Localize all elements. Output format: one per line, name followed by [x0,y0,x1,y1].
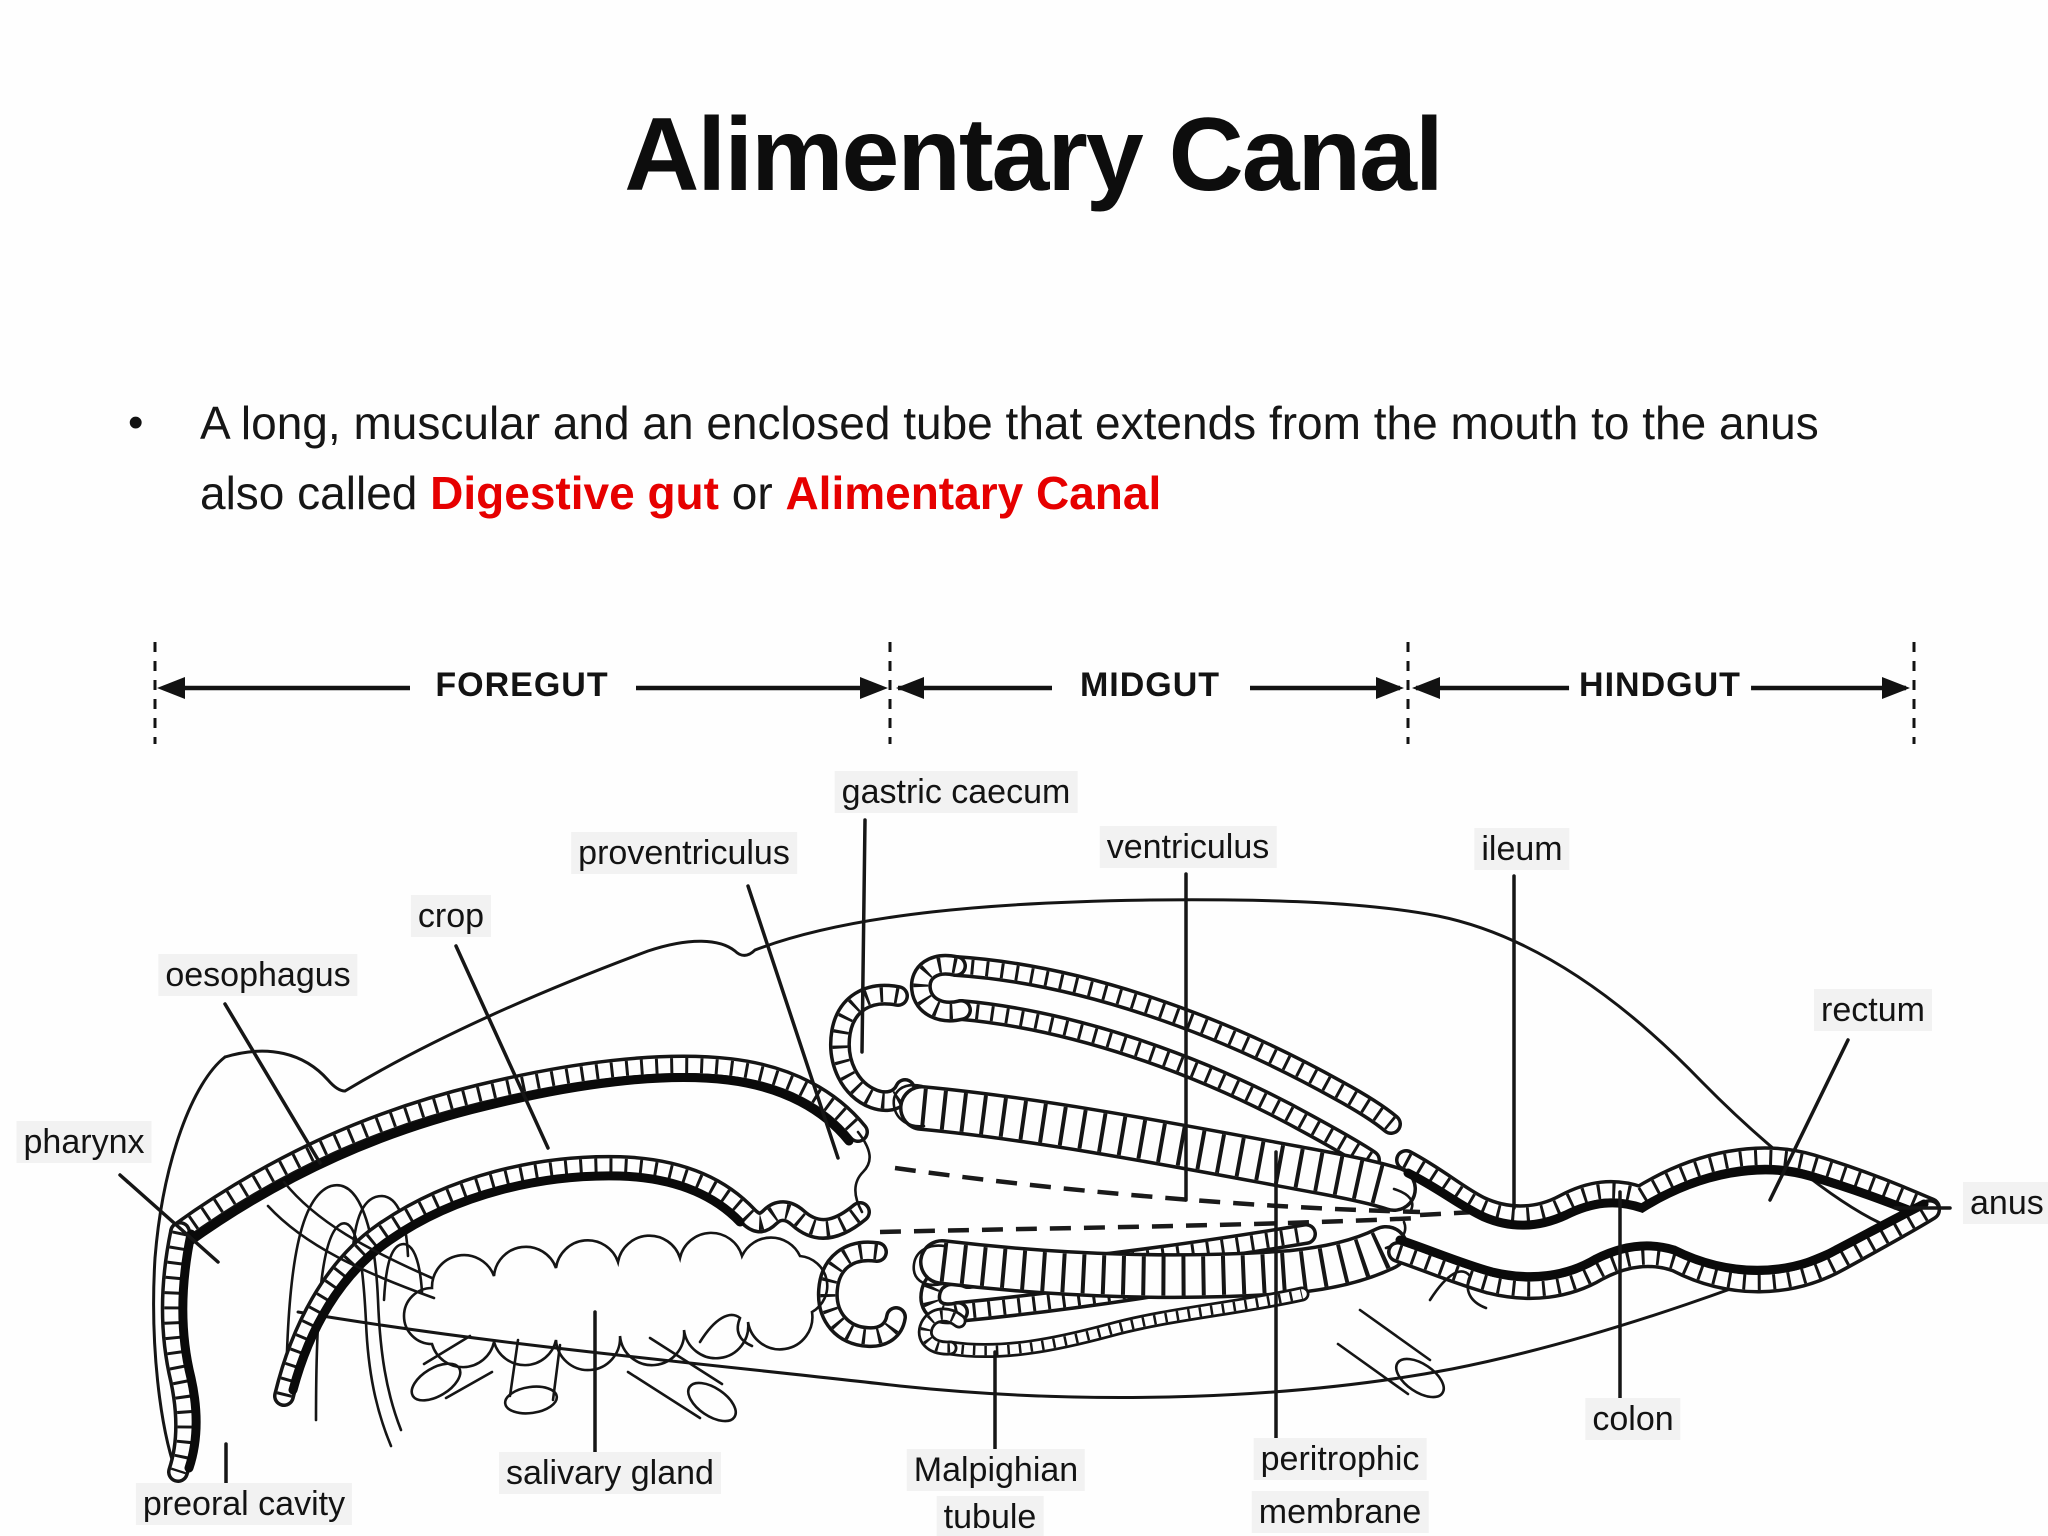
pharynx-leader [118,1173,220,1264]
hindgut-tube [1387,1146,1941,1301]
label-peritrophic-line1: peritrophic [1253,1438,1427,1480]
bullet-marker: • [128,398,144,447]
region-range-markers [153,642,1916,744]
label-ileum: ileum [1474,828,1570,870]
label-malpighian-line2: tubule [936,1496,1044,1536]
label-preoral-cavity: preoral cavity [135,1483,353,1525]
label-pharynx: pharynx [16,1121,152,1163]
foregut-tube [160,1054,871,1483]
malpighian-tubule-shape [917,1286,1310,1359]
region-label-midgut: MIDGUT [1069,666,1231,705]
label-anus: anus [1963,1182,2048,1224]
label-gastric-caecum: gastric caecum [834,771,1078,813]
midgut-ventriculus [892,1083,1417,1300]
crop-leader [454,944,550,1150]
label-rectum: rectum [1814,989,1932,1031]
label-oesophagus: oesophagus [158,954,358,996]
bullet-text-part2: or [718,467,786,519]
label-salivary-gland: salivary gland [499,1452,721,1494]
label-malpighian-line1: Malpighian [906,1449,1086,1491]
label-colon: colon [1585,1398,1681,1440]
rectum-leader [1768,1038,1850,1202]
page-title: Alimentary Canal [624,97,1444,213]
bullet-row: • A long, muscular and an enclosed tube … [128,388,1868,528]
leader-lines [118,818,1952,1490]
region-label-foregut: FOREGUT [425,666,619,705]
oesophagus-leader [223,1002,322,1165]
region-label-hindgut: HINDGUT [1569,666,1751,705]
bullet-text: A long, muscular and an enclosed tube th… [200,388,1860,528]
salivary-ducts [410,1270,1488,1423]
bullet-red-alimentary-canal: Alimentary Canal [785,467,1162,519]
bullet-red-digestive-gut: Digestive gut [430,467,719,519]
label-crop: crop [410,895,492,937]
bullet-text-part1: A long, muscular and an enclosed tube th… [200,397,1819,519]
body-outline [152,898,1884,1482]
salivary-gland-shape [266,1180,829,1372]
label-ventriculus: ventriculus [1099,826,1277,868]
label-peritrophic-line2: membrane [1251,1491,1429,1533]
proventriculus-leader [746,884,840,1160]
gastric-caecum-leader [860,818,867,1054]
peritrophic-membrane-dashes [879,1165,1493,1235]
label-proventriculus: proventriculus [571,832,797,874]
